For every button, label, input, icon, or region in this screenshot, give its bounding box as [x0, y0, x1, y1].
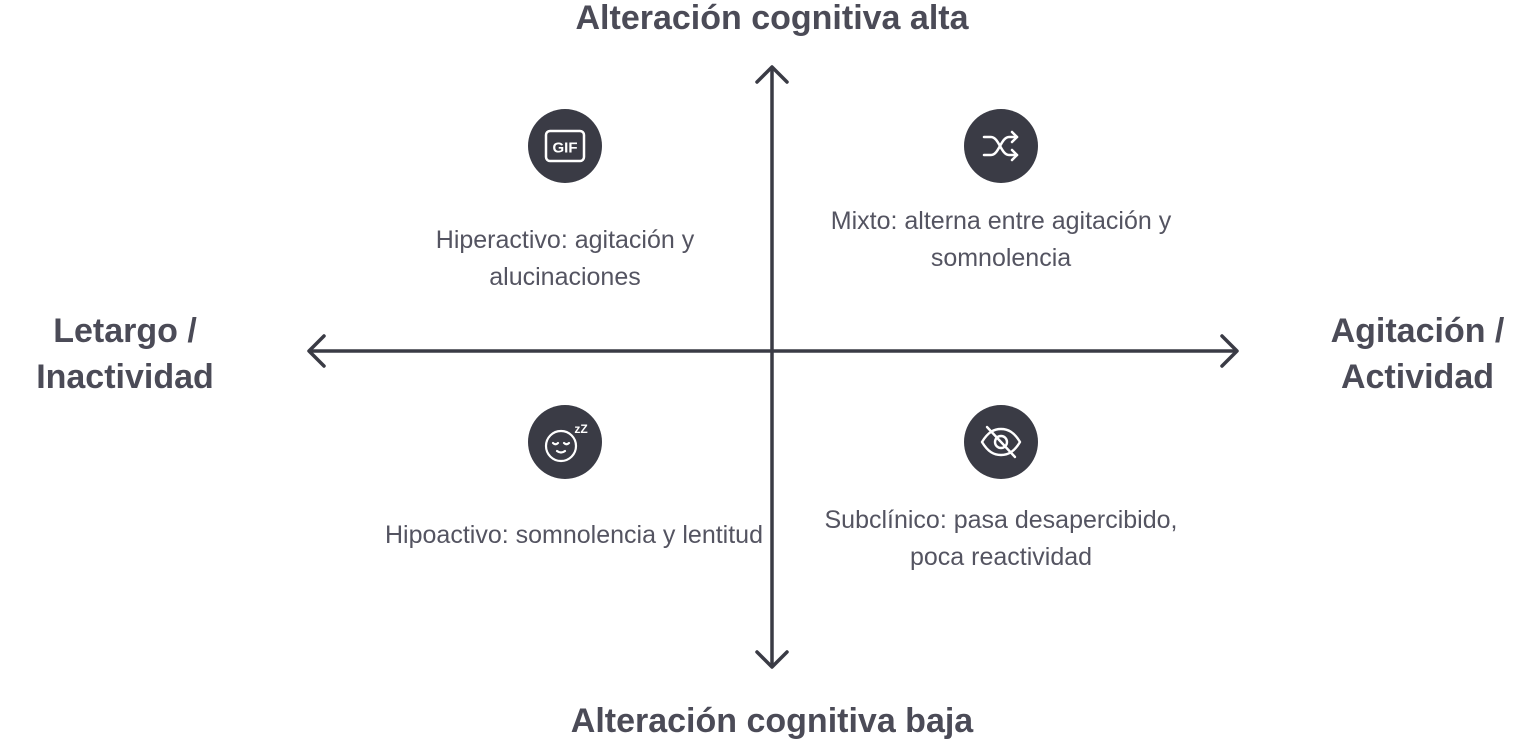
- arrow-left: [307, 334, 326, 368]
- quadrant-text-hipoactivo: Hipoactivo: somnolencia y lentitud: [385, 521, 763, 549]
- sleepy-face-icon: zZ: [528, 405, 602, 479]
- gif-icon-label: GIF: [553, 140, 578, 157]
- sleep-z-label: zZ: [574, 422, 587, 436]
- shuffle-icon: [964, 109, 1038, 183]
- axis-label-bottom: Alteración cognitiva baja: [570, 702, 974, 740]
- quadrant-text-hiperactivo: Hiperactivo: agitación y alucinaciones: [435, 226, 695, 291]
- arrow-down: [755, 650, 789, 669]
- quadrant-text-mixto: Mixto: alterna entre agitación y somnole…: [830, 207, 1172, 272]
- axis-label-left: Letargo / Inactividad: [36, 312, 214, 396]
- gif-icon: GIF: [528, 109, 602, 183]
- arrow-right: [1220, 334, 1239, 368]
- arrow-up: [755, 65, 789, 84]
- axis-label-right: Agitación / Actividad: [1330, 312, 1505, 396]
- quadrant-text-subclinico: Subclínico: pasa desapercibido, poca rea…: [824, 506, 1178, 571]
- eye-off-icon: [964, 405, 1038, 479]
- axis-label-top: Alteración cognitiva alta: [575, 0, 969, 37]
